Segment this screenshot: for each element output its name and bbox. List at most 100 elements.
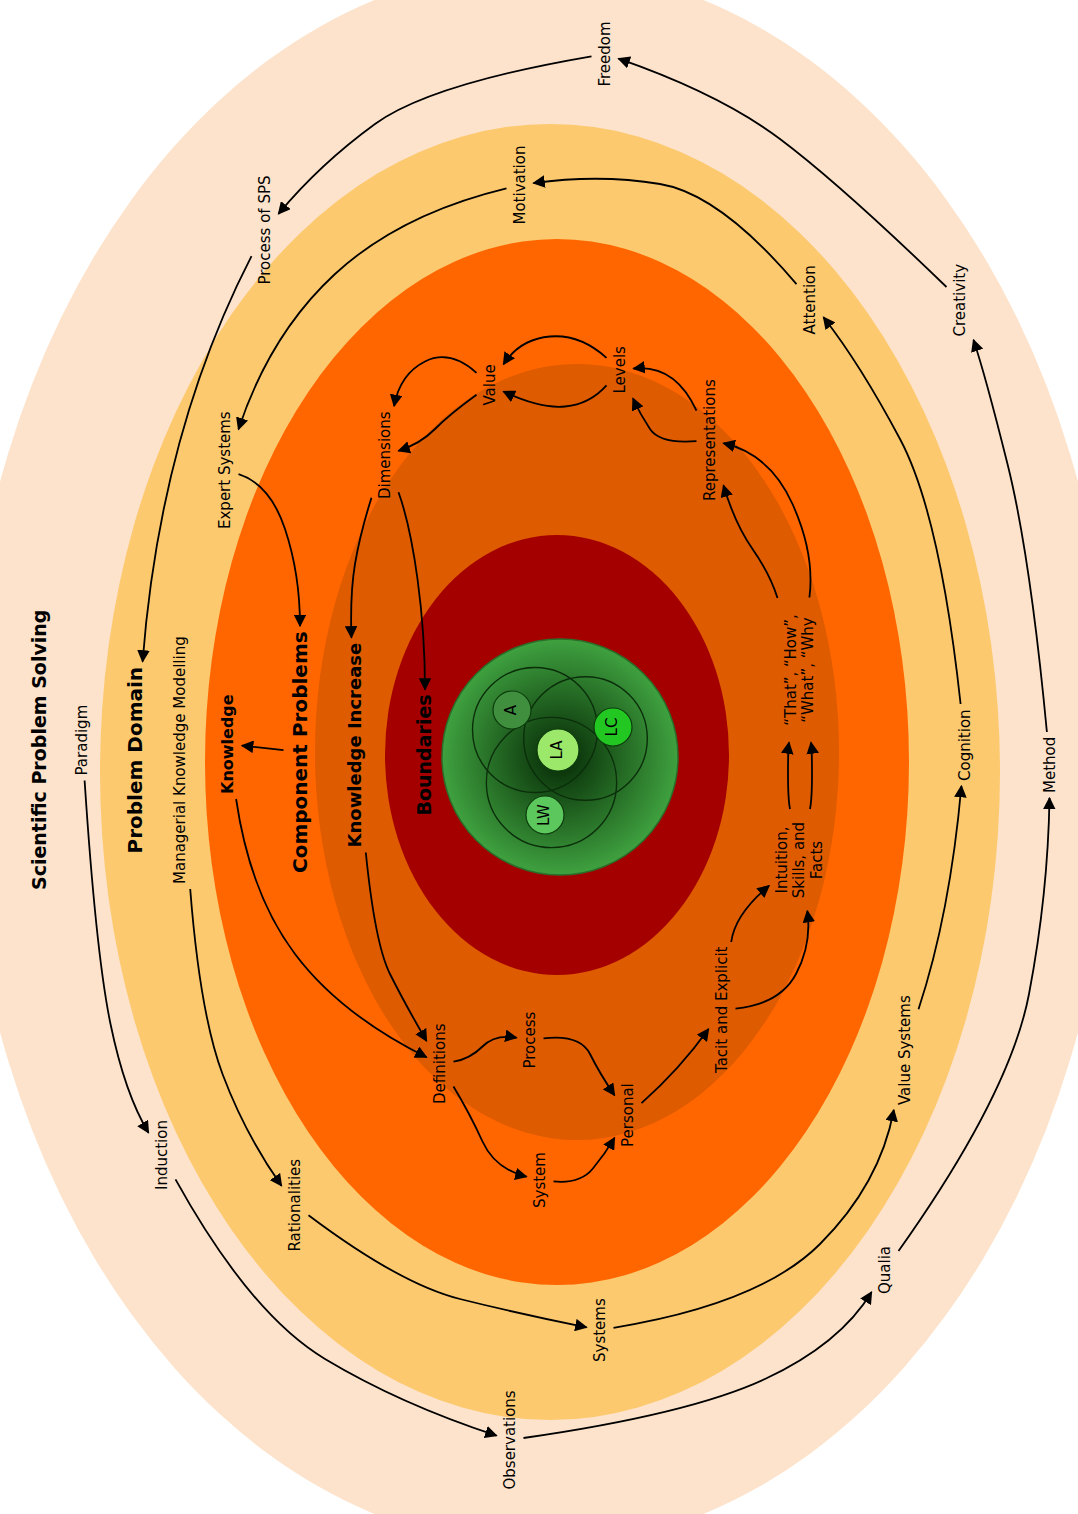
concept-text: Systems xyxy=(592,1298,609,1362)
concept-text: Rationalities xyxy=(287,1159,304,1252)
band-heading: Boundaries xyxy=(414,694,436,815)
band-heading: Scientific Problem Solving xyxy=(29,610,51,890)
concept-label: Intuition, Skills, and Facts xyxy=(774,814,826,906)
circle-label: LW xyxy=(536,804,553,826)
connector-arrow xyxy=(242,746,284,751)
connector-arrow xyxy=(504,336,607,364)
concept-text: Cognition xyxy=(957,709,974,781)
concept-label: Motivation xyxy=(512,146,529,225)
concept-label: Process of SPS xyxy=(257,176,274,285)
concept-text: Paradigm xyxy=(74,705,91,776)
connector-arrow xyxy=(614,1110,894,1328)
region-band: Component ProblemsKnowledgeSystemDimensi… xyxy=(205,239,909,1285)
concept-label: Freedom xyxy=(597,21,614,86)
concept-label: Paradigm xyxy=(74,705,91,776)
concept-label: Levels xyxy=(612,346,629,393)
connector-arrow xyxy=(633,399,697,442)
concept-text: Intuition, Skills, and Facts xyxy=(774,814,826,906)
connector-arrow xyxy=(642,1029,709,1103)
concept-label: Dimensions xyxy=(377,411,394,499)
concept-label: Cognition xyxy=(957,709,974,781)
concept-text: Tacit and Explicit xyxy=(714,947,731,1073)
concept-text: Qualia xyxy=(877,1246,894,1294)
circle-fill xyxy=(537,729,579,771)
connector-arrow xyxy=(724,443,811,597)
concept-text: Knowledge xyxy=(219,694,237,794)
concept-text: Attention xyxy=(802,265,819,334)
band-fill xyxy=(385,535,729,975)
connector-arrow xyxy=(919,786,962,1009)
concept-text: Value xyxy=(482,364,499,405)
core-circle xyxy=(442,639,678,875)
connector-arrow xyxy=(731,886,769,942)
connector-arrow xyxy=(143,256,252,661)
band-heading: Problem Domain xyxy=(124,667,147,854)
connector-arrow xyxy=(810,743,812,810)
concept-text: Definitions xyxy=(432,1024,449,1104)
concept-text: System xyxy=(532,1152,549,1208)
concept-text: Process xyxy=(522,1012,539,1069)
band-fill xyxy=(315,364,839,1140)
concept-label: Personal xyxy=(620,1083,637,1147)
connector-arrow xyxy=(399,492,426,689)
connector-arrow xyxy=(454,1087,527,1177)
circle-label: LA xyxy=(549,741,566,760)
concept-text: Method xyxy=(1042,737,1059,793)
concept-text: Induction xyxy=(154,1120,171,1190)
connector-arrow xyxy=(366,853,427,1041)
connector-arrow xyxy=(351,498,371,638)
concept-label: Rationalities xyxy=(287,1159,304,1252)
concept-label: Tacit and Explicit xyxy=(714,947,731,1073)
connector-arrow xyxy=(239,474,301,626)
connector-arrow xyxy=(524,1292,872,1438)
band-fill xyxy=(205,239,909,1285)
concept-label: “That”, “How”, “What”, “Why xyxy=(783,603,818,738)
connector-arrow xyxy=(974,340,1047,732)
connector-arrow xyxy=(899,798,1050,1251)
connector-arrow xyxy=(504,385,607,407)
connector-arrow xyxy=(394,357,476,406)
concept-label: Creativity xyxy=(952,264,969,337)
small-circle: A xyxy=(492,690,532,730)
connector-arrow xyxy=(399,395,477,451)
small-circle: LW xyxy=(525,795,565,835)
connector-arrow xyxy=(190,889,281,1186)
connector-arrow xyxy=(85,781,149,1133)
concept-label: Induction xyxy=(154,1120,171,1190)
connector-arrow xyxy=(309,1215,587,1327)
circle-label: LC xyxy=(604,718,621,737)
connector-arrow xyxy=(736,911,809,1009)
concept-text: “That”, “How”, “What”, “Why xyxy=(783,603,818,738)
concept-text: Creativity xyxy=(952,264,969,337)
connector-arrow xyxy=(544,1038,615,1096)
concept-text: Dimensions xyxy=(377,411,394,499)
concept-label: Value Systems xyxy=(897,995,914,1105)
concept-text: Representations xyxy=(702,379,719,501)
concept-label: Process xyxy=(522,1012,539,1069)
concept-label: Expert Systems xyxy=(217,411,234,529)
region-band: Knowledge IncreaseDefinitionsProcessPers… xyxy=(315,364,839,1140)
swirl-group xyxy=(473,668,648,848)
concept-label: Attention xyxy=(802,265,819,334)
connector-arrow xyxy=(634,368,697,411)
connector-arrow xyxy=(554,1138,615,1182)
connector-arrow xyxy=(236,799,426,1057)
concept-text: Value Systems xyxy=(897,995,914,1105)
concept-label: Systems xyxy=(592,1298,609,1362)
connector-arrow xyxy=(824,317,961,704)
concept-label: System xyxy=(532,1152,549,1208)
region-band: Problem Domain Managerial Knowledge Model… xyxy=(100,124,1000,1420)
concept-text: Expert Systems xyxy=(217,411,234,529)
band-fill xyxy=(100,124,1000,1420)
region-band: Boundaries LA A LC LW xyxy=(385,535,729,975)
small-circle: LC xyxy=(593,707,633,747)
concept-label: Value xyxy=(482,364,499,405)
concept-text: Observations xyxy=(502,1390,519,1489)
swirl-arc xyxy=(524,677,648,801)
small-circle: LA xyxy=(536,728,580,772)
concept-text: Managerial Knowledge Modelling xyxy=(172,636,189,884)
concept-text: Personal xyxy=(620,1083,637,1147)
